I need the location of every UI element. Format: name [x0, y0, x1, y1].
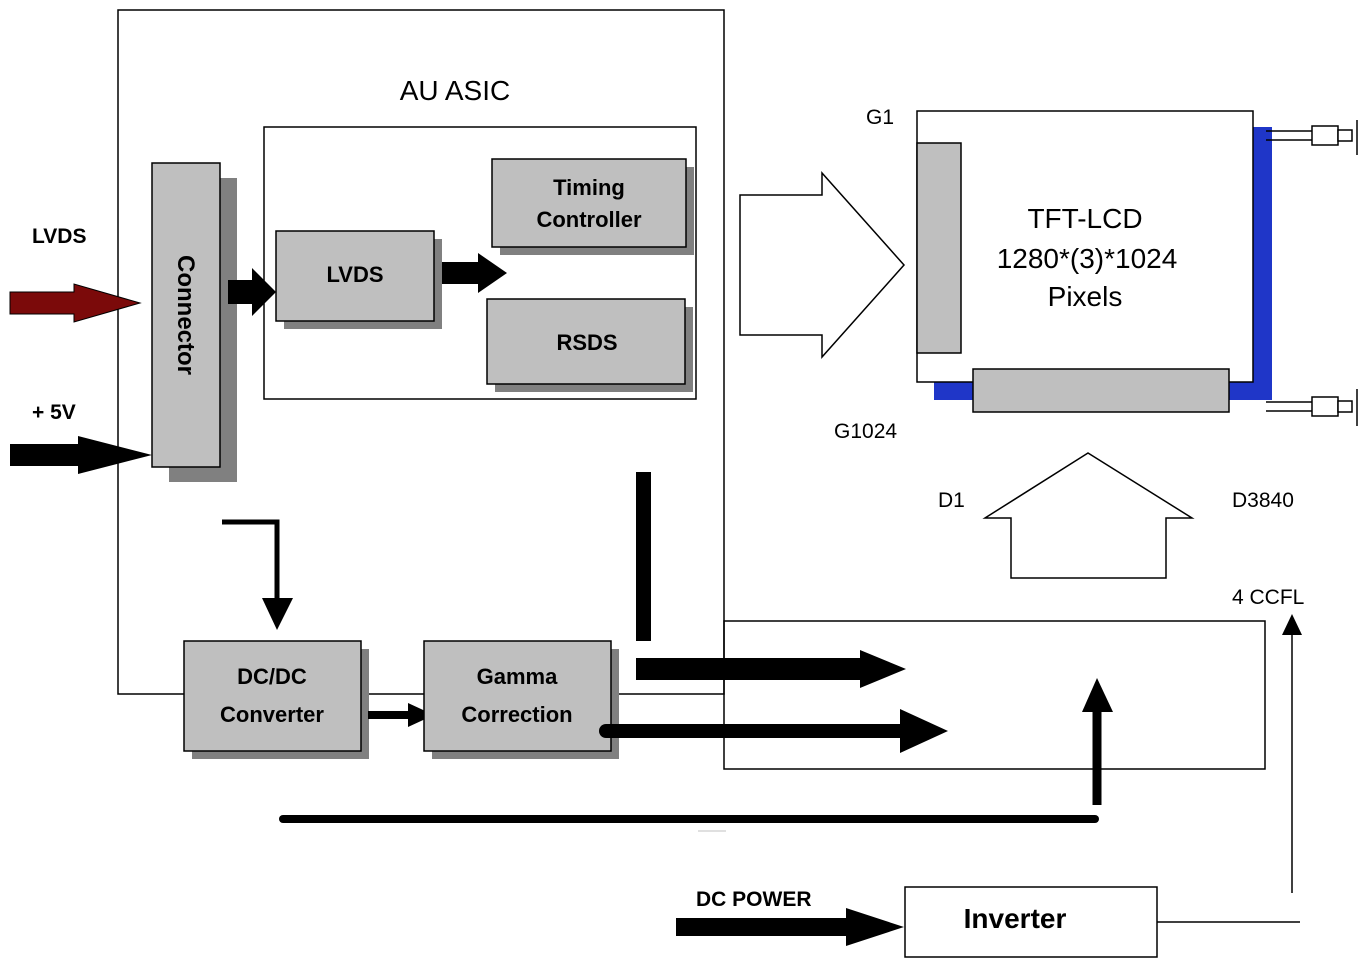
gamma-block [423, 640, 612, 752]
lvds-block [275, 230, 435, 322]
vertical-bus-bar [636, 472, 651, 641]
rsds-block [486, 298, 686, 385]
lvds-block-label: LVDS [326, 262, 383, 287]
elbow-line-to-dcdc [222, 519, 280, 600]
plus5v-arrow [10, 436, 152, 474]
bottom-bus-arrowhead [1082, 678, 1113, 712]
connector-to-lvds-arrow [228, 268, 276, 316]
dc-power-arrow [676, 908, 904, 946]
asic-inner-box [263, 126, 697, 400]
ccfl-feed-arrowhead [1282, 614, 1302, 635]
asic-title: AU ASIC [400, 75, 510, 106]
dcdc-label-1: DC/DC [237, 664, 307, 689]
ccfl-label: 4 CCFL [1232, 586, 1304, 609]
g1-label: G1 [866, 106, 894, 129]
lvds-input-arrow [9, 283, 142, 323]
dcdc-label-2: Converter [220, 702, 324, 727]
inverter-label: Inverter [964, 903, 1067, 934]
dc-power-label: DC POWER [696, 888, 812, 911]
data-to-panel-hollow-arrow [739, 171, 906, 359]
plus5v-label: + 5V [32, 401, 76, 424]
connector-label: Connector [172, 255, 199, 375]
source-driver-box [723, 620, 1266, 770]
d3840-label: D3840 [1232, 489, 1294, 512]
dcdc-block [183, 640, 362, 752]
gamma-label-2: Correction [461, 702, 572, 727]
inverter-block [904, 886, 1158, 958]
gate-driver-strip [916, 142, 962, 354]
gamma-label-1: Gamma [477, 664, 558, 689]
connector-block [151, 162, 221, 468]
lvds-out-arrow [442, 253, 507, 293]
elbow-arrowhead [262, 598, 293, 630]
lvds-input-label: LVDS [32, 225, 86, 248]
ccfl-connector-top [1266, 120, 1358, 155]
panel-label-1: TFT-LCD [1027, 203, 1142, 234]
panel-blue-edge-right [1252, 127, 1272, 400]
rsds-label: RSDS [556, 330, 617, 355]
timing-controller-label-1: Timing [553, 175, 625, 200]
d1-label: D1 [938, 489, 965, 512]
dcdc-to-gamma-arrow [368, 703, 434, 727]
upper-signal-arrow [636, 650, 906, 688]
panel-label-3: Pixels [1048, 281, 1123, 312]
g1024-label: G1024 [834, 420, 897, 443]
asic-frame [117, 9, 725, 695]
ccfl-connector-bottom [1266, 389, 1358, 426]
panel-label-2: 1280*(3)*1024 [997, 243, 1178, 274]
timing-controller-label-2: Controller [536, 207, 642, 232]
source-hollow-up-arrow [982, 452, 1195, 579]
tft-panel [916, 110, 1254, 383]
timing-controller-block [491, 158, 687, 248]
gamma-output-arrowhead [900, 709, 948, 753]
source-driver-strip [972, 368, 1230, 413]
